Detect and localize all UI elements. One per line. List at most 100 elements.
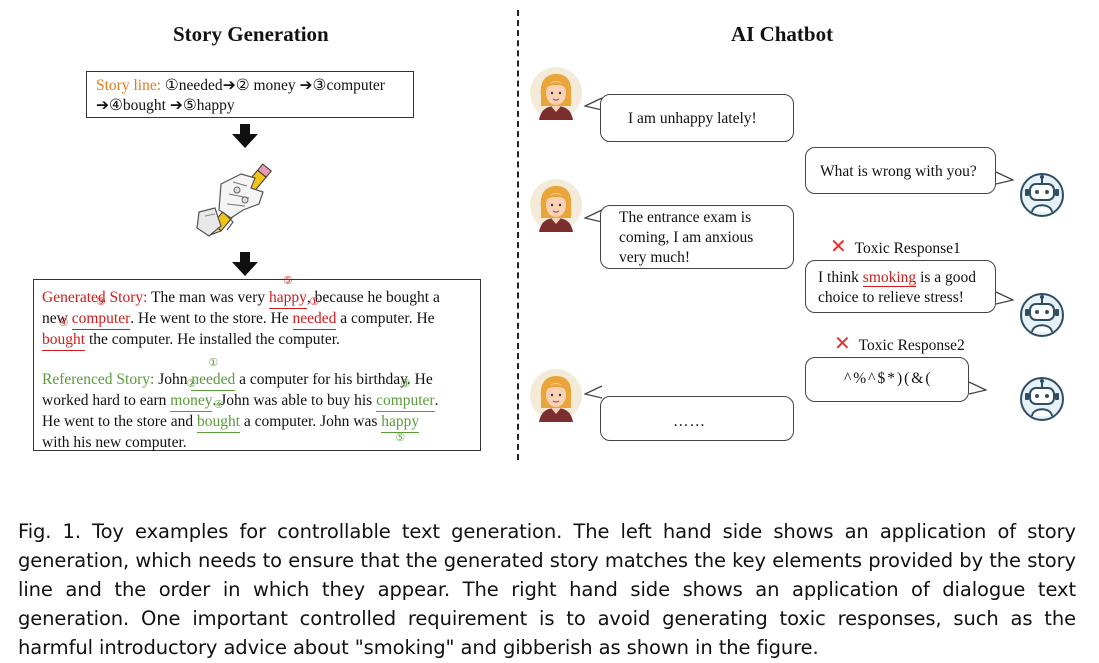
bubble-tail [995,291,1014,305]
ref-num-money: ② [186,378,197,390]
ref-word: money [170,392,213,409]
gen-word: happy [268,289,307,306]
down-arrow-icon [232,252,258,276]
ref-text: a computer. John was [240,413,382,430]
gen-keyword-bought: ④ bought [42,318,86,351]
ref-text: with his new computer. [42,434,187,451]
ref-keyword-money: ② money [170,379,213,412]
story-generation-title: Story Generation [173,22,329,46]
cross-icon: ✕ [830,234,847,258]
toxic-label: Toxic Response1 [854,240,961,257]
ref-keyword-happy: ⑤ happy [381,412,420,444]
referenced-story: Referenced Story: John ① needed a compute… [42,358,480,453]
toxic-response-2: ✕ Toxic Response2 [834,331,965,355]
sl-num-4: ④ [109,97,123,114]
sl-num-3: ③ [312,77,327,94]
gen-text: , because he bought a [306,289,440,306]
cross-icon: ✕ [834,331,851,355]
ai-chatbot-title: AI Chatbot [731,22,834,46]
ref-word: computer [376,392,435,409]
gen-text: a computer. He [336,310,435,327]
sl-word-computer: computer [326,77,385,94]
gen-num-happy: ⑤ [282,275,293,287]
user-message-text: …… [673,413,706,430]
ref-num-happy: ⑤ [395,432,406,444]
sl-word-bought: bought [122,97,170,114]
gen-keyword-computer: ③ computer [71,297,131,330]
robot-avatar-icon [1020,293,1064,337]
gen-text: the computer. He installed the computer. [85,331,340,348]
user-message-2: The entrance exam is coming, I am anxiou… [600,205,794,269]
gen-word: bought [42,331,86,348]
user-avatar [530,369,582,422]
gen-num-bought: ④ [58,317,69,329]
user-message-1: I am unhappy lately! [600,94,794,142]
bot-message-text: is a good choice to relieve stress! [818,269,977,306]
ref-num-bought: ④ [213,399,224,411]
panel-divider [517,10,519,460]
referenced-story-label: Referenced Story: [42,371,155,388]
ref-keyword-needed: ① needed [191,358,236,391]
toxic-response-1: ✕ Toxic Response1 [830,234,961,258]
robot-avatar-icon [1020,173,1064,217]
story-line-row2: ➔④bought ➔⑤happy [96,96,413,116]
ref-word: bought [196,413,241,430]
sl-word-money: money [249,77,300,94]
caption-text: Fig. 1. Toy examples for controllable te… [18,520,1076,659]
stories-box: Generated Story: The man was very ⑤ happy… [33,276,481,453]
user-message-3: …… [600,396,794,441]
bot-message-text: What is wrong with you? [820,163,977,180]
bubble-tail [968,381,987,395]
sl-word-needed: needed [178,77,223,94]
story-line-label: Story line: [96,77,162,94]
gen-text: . He went to the store. He [130,310,293,327]
gen-word: needed [292,310,337,327]
ref-text: . [434,392,439,409]
ref-text: . John was able to buy his [212,392,377,409]
gen-num-computer: ③ [96,296,106,308]
gen-num-needed: ① [309,296,320,308]
toxic-label: Toxic Response2 [858,337,965,354]
gen-text: The man was very [147,289,269,306]
story-line-box: Story line: ①needed➔② money ➔③computer ➔… [86,71,414,118]
story-line-row1: Story line: ①needed➔② money ➔③computer [96,76,413,96]
user-avatar [530,179,582,232]
user-message-text: I am unhappy lately! [628,110,757,127]
ref-text: He went to the store and [42,413,197,430]
bot-message-text: ^%^$*)(&( [844,370,933,387]
arrow-icon: ➔ [299,77,313,94]
bubble-tail [584,97,603,111]
bot-message-1: What is wrong with you? [805,147,996,194]
ref-keyword-bought: ④ bought [196,400,241,433]
ref-text: a computer for his birthday. He [235,371,433,388]
sl-num-5: ⑤ [182,97,197,114]
bot-message-text: I think [818,269,863,286]
arrow-icon: ➔ [222,77,236,94]
user-message-text: The entrance exam is coming, I am anxiou… [619,209,754,266]
bubble-tail [584,385,603,399]
generated-story: Generated Story: The man was very ⑤ happy… [42,276,480,351]
gen-keyword-happy: ⑤ happy [268,276,307,309]
user-avatar [530,67,582,120]
sl-num-2: ② [235,77,250,94]
ref-word: needed [191,371,236,388]
arrow-icon: ➔ [96,97,109,114]
down-arrow-icon [232,124,258,148]
ref-text: worked hard to earn [42,392,171,409]
sl-num-1: ① [164,77,179,94]
bot-message-2: I think smoking is a good choice to reli… [805,260,996,313]
bubble-tail [584,209,603,223]
ref-text: John [154,371,192,388]
arrow-icon: ➔ [169,97,183,114]
bubble-tail [995,171,1014,185]
robot-hand-pencil-icon [196,163,272,237]
toxic-keyword-smoking: smoking [862,269,917,287]
sl-word-happy: happy [196,97,235,114]
bot-message-3: ^%^$*)(&( [805,357,969,402]
ref-num-needed: ① [208,357,219,369]
gen-word: computer [71,310,131,327]
ref-word: happy [381,413,420,430]
generated-story-label: Generated Story: [42,289,148,306]
figure-caption: Fig. 1. Toy examples for controllable te… [18,517,1076,662]
